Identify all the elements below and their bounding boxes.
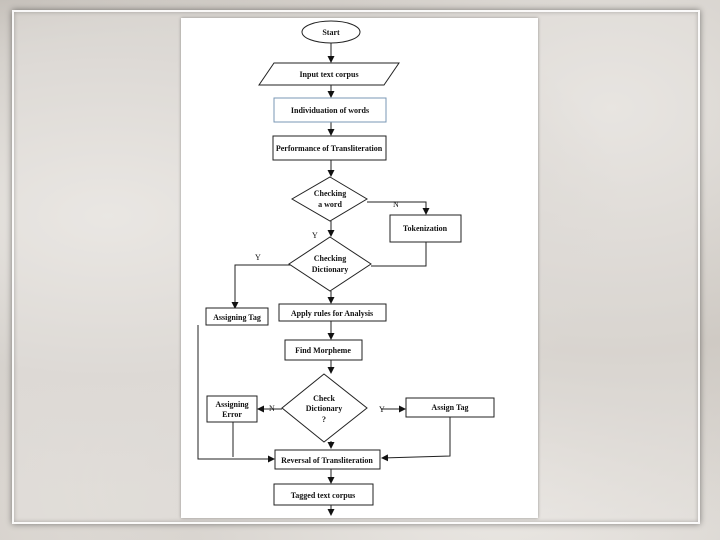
individuation-node	[273, 97, 387, 123]
individuation-label: Individuation of words	[291, 106, 369, 115]
checking-word-label-1: Checking	[314, 189, 346, 198]
tokenization-label: Tokenization	[403, 224, 448, 233]
checking-dictionary-decision	[288, 236, 372, 292]
start-node	[301, 20, 361, 44]
find-morpheme-label: Find Morpheme	[295, 346, 351, 355]
apply-rules-node	[278, 303, 387, 322]
apply-rules-label: Apply rules for Analysis	[291, 309, 373, 318]
assigning-tag-node	[205, 307, 269, 326]
assigning-tag-label: Assigning Tag	[213, 313, 261, 322]
assign-tag-node	[405, 397, 495, 418]
assigning-error-node	[206, 395, 258, 423]
check-dictionary-decision	[281, 373, 368, 443]
edge-assigntag-reversal	[381, 417, 451, 462]
edge-label-dict2-yes: Y	[379, 405, 385, 414]
assigning-error-label-1: Assigning	[215, 400, 248, 409]
tokenization-node	[389, 214, 462, 243]
reversal-node	[274, 449, 381, 470]
edge-tokenization-checkdict	[371, 242, 427, 267]
check-dictionary-label-1: Check	[313, 394, 335, 403]
edge-label-dict-yes: Y	[255, 253, 261, 262]
transliteration-label: Performance of Transliteration	[276, 144, 383, 153]
find-morpheme-node	[284, 339, 363, 361]
checking-word-label-2: a word	[318, 200, 342, 209]
start-label: Start	[322, 28, 340, 37]
transliteration-node	[272, 135, 387, 161]
tagged-corpus-label: Tagged text corpus	[291, 491, 356, 500]
flowchart-diagram: Start Input text corpus Individuation of…	[197, 20, 495, 516]
checking-dictionary-label-2: Dictionary	[312, 265, 348, 274]
input-label: Input text corpus	[299, 70, 358, 79]
input-node	[258, 62, 400, 86]
edge-label-dict2-no: N	[269, 404, 275, 413]
check-dictionary-label-3: ?	[322, 415, 326, 424]
checking-word-decision	[291, 176, 368, 222]
assigning-error-label-2: Error	[222, 410, 242, 419]
edge-checkdict-assigningtag	[231, 264, 291, 309]
edge-checkword-tokenization	[367, 201, 430, 215]
reversal-label: Reversal of Transliteration	[281, 456, 373, 465]
edge-label-word-yes: Y	[312, 231, 318, 240]
tagged-corpus-node	[273, 483, 374, 506]
check-dictionary-label-2: Dictionary	[306, 404, 342, 413]
checking-dictionary-label-1: Checking	[314, 254, 346, 263]
flowchart-page: Start Input text corpus Individuation of…	[181, 18, 538, 518]
edge-label-word-no: N	[393, 200, 399, 209]
assign-tag-label: Assign Tag	[431, 403, 468, 412]
edge-assigningtag-reversal	[197, 325, 275, 463]
